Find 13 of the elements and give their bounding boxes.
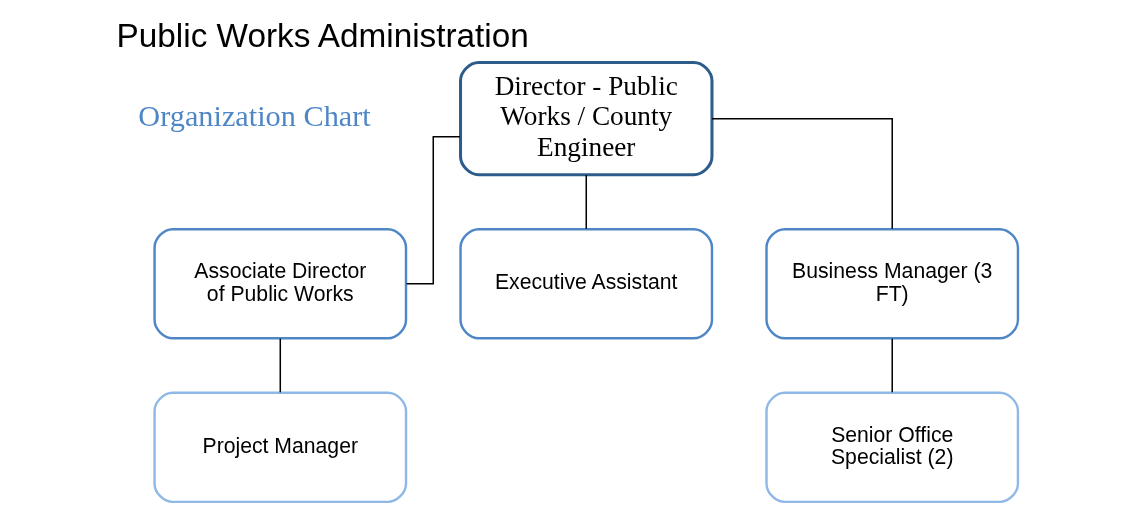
node-box: Director - Public Works / County Engineer: [459, 61, 714, 177]
node-box: Senior Office Specialist (2): [765, 391, 1020, 504]
connector: [891, 337, 893, 394]
connector: [405, 136, 461, 285]
node-box: Executive Assistant: [459, 228, 714, 340]
label: Organization Chart: [138, 99, 371, 134]
connector: [279, 337, 282, 394]
diagram-title: Public Works Administration: [116, 16, 529, 54]
node-box: Business Manager (3 FT): [765, 228, 1020, 340]
node-box: Project Manager: [153, 391, 408, 504]
connector: [711, 117, 893, 230]
node-box: Associate Director of Public Works: [153, 228, 408, 340]
connector: [585, 174, 587, 230]
